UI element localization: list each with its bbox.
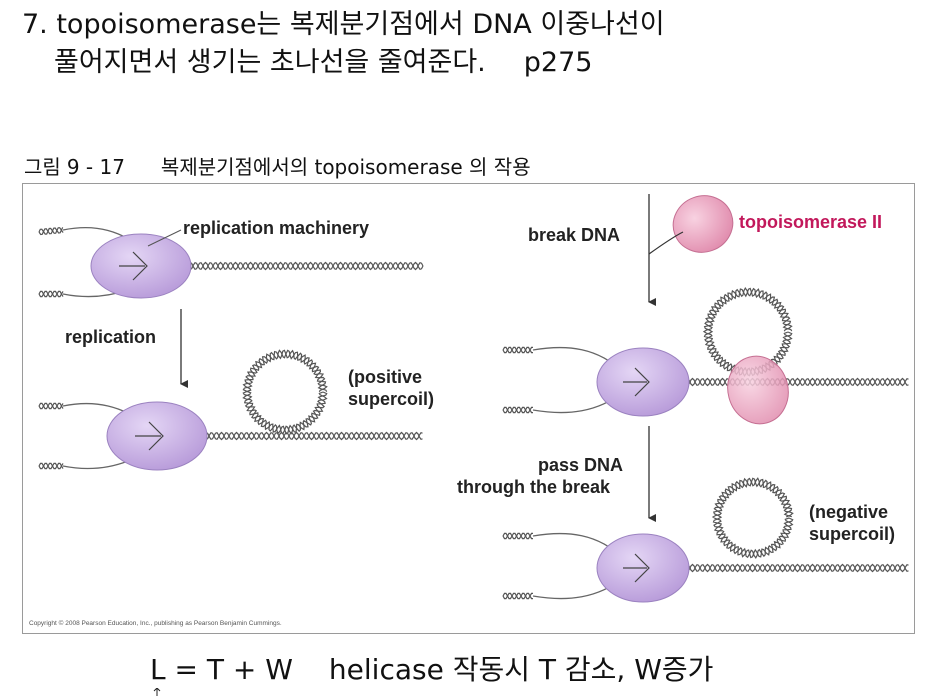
dna-p2-arm-top-strand-2	[38, 402, 64, 410]
dna-p4-arm-top-strand-1	[502, 532, 533, 540]
dna-p3-duplex-strand-2	[684, 377, 909, 387]
caption-label: 그림	[24, 155, 61, 179]
heading-line-2: 풀어지면서 생기는 초나선을 줄여준다. p275	[22, 44, 912, 82]
figure-drawing: replication machinery replication (posit…	[29, 194, 909, 627]
label-replication-machinery: replication machinery	[183, 218, 369, 238]
label-break-dna: break DNA	[528, 225, 620, 245]
figure-copyright: Copyright © 2008 Pearson Education, Inc.…	[29, 619, 282, 627]
enzyme-pointer	[648, 231, 684, 255]
dna-p4-duplex-strand-1	[684, 563, 909, 573]
label-positive-2: supercoil)	[348, 389, 434, 409]
dna-p2-positive-loop-strand-2	[242, 349, 328, 435]
dna-p1-arm-bottom-strand-1	[38, 290, 64, 298]
dna-p3-arm-top-strand-1	[502, 346, 533, 354]
dna-p4-arm-bottom-strand-1	[502, 592, 533, 600]
label-positive-1: (positive	[348, 367, 422, 387]
label-replication: replication	[65, 327, 156, 347]
page-reference: p275	[523, 47, 593, 78]
dna-p1-duplex-strand-2	[182, 261, 424, 271]
replication-machinery-1	[90, 233, 192, 299]
dna-p2-duplex-strand-1	[198, 431, 423, 441]
replication-machinery-2	[106, 401, 208, 471]
caption-number: 9 - 17	[66, 155, 125, 179]
slide-heading: 7. topoisomerase는 복제분기점에서 DNA 이중나선이 풀어지면…	[22, 6, 912, 82]
dna-p4-negative-loop-strand-1	[711, 477, 794, 559]
topoisomerase-figure: replication machinery replication (posit…	[22, 183, 915, 634]
helicase-note: helicase 작동시 T 감소, W증가	[328, 653, 714, 686]
dna-p3-arm-bottom-strand-1	[502, 406, 533, 414]
dna-p4-negative-loop-strand-2	[712, 477, 794, 560]
label-pass-dna-1: pass DNA	[538, 455, 623, 475]
dna-p2-arm-top-strand-1	[38, 402, 64, 410]
dna-p4-arm-top-strand-2	[502, 532, 533, 540]
topoisomerase-ii-enzyme	[672, 195, 734, 253]
replication-machinery-3	[596, 347, 690, 417]
dna-p4-duplex-strand-2	[684, 563, 909, 573]
label-pass-dna-2: through the break	[457, 477, 611, 497]
label-negative-2: supercoil)	[809, 524, 895, 544]
dna-p4-arm-bottom-strand-2	[502, 592, 533, 600]
dna-p1-arm-bottom-strand-2	[38, 290, 64, 298]
caption-text: 복제분기점에서의 topoisomerase 의 작용	[160, 155, 531, 179]
dna-p1-arm-top-strand-2	[38, 227, 64, 235]
dna-p2-arm-bottom-strand-2	[38, 462, 64, 470]
dna-p3-arm-bottom-strand-2	[502, 406, 533, 414]
dna-strands	[38, 227, 909, 600]
topoisomerase-ii-bound	[727, 355, 789, 425]
label-pointer-machinery	[147, 229, 182, 247]
heading-line-1: 7. topoisomerase는 복제분기점에서 DNA 이중나선이	[22, 9, 665, 40]
dna-p2-duplex-strand-2	[198, 431, 423, 441]
label-topoisomerase-ii: topoisomerase II	[739, 212, 882, 232]
label-negative-1: (negative	[809, 502, 888, 522]
dna-p3-arm-top-strand-2	[502, 346, 533, 354]
formula-line: L = T + W helicase 작동시 T 감소, W증가	[150, 648, 713, 688]
dna-p1-arm-top-strand-1	[38, 227, 64, 236]
linking-number-equation: L = T + W	[150, 653, 293, 686]
dna-p2-arm-bottom-strand-1	[38, 462, 64, 470]
replication-machinery-4	[596, 533, 690, 603]
heading-line-2-text: 풀어지면서 생기는 초나선을 줄여준다.	[54, 47, 486, 78]
cursor-icon	[153, 688, 161, 696]
dna-p3-duplex-strand-1	[684, 377, 909, 387]
